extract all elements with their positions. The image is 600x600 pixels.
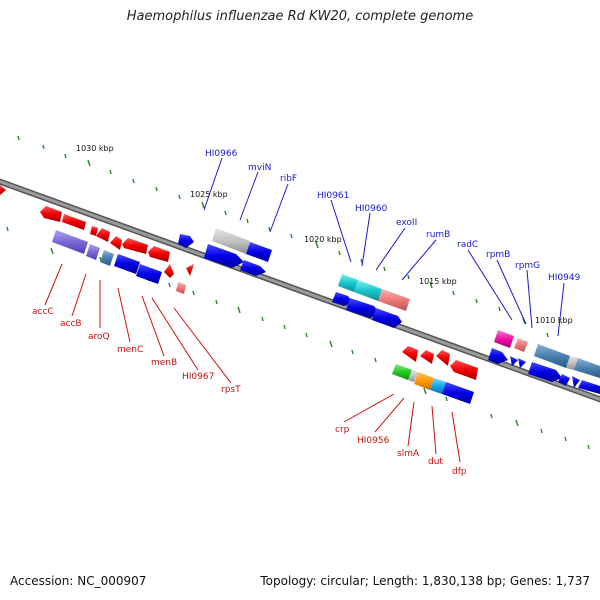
gene-arrow-blue-mid[interactable]: [240, 260, 266, 276]
forward-label-leaders: [203, 157, 565, 337]
genome-title: Haemophilus influenzae Rd KW20, complete…: [126, 9, 474, 24]
kbp-marker-1030: 1030 kbp: [76, 144, 114, 153]
gene-arrow-crp[interactable]: [402, 346, 418, 362]
gene-block-gray-r[interactable]: [566, 356, 578, 370]
gene-arrow-blue-c1[interactable]: [346, 298, 380, 318]
forward-gene-group-middle: [204, 228, 272, 276]
label-rpmB: rpmB: [486, 250, 510, 260]
label-ribF: ribF: [280, 174, 297, 184]
gene-block-exoII[interactable]: [378, 289, 410, 311]
gene-arrow-menB[interactable]: [122, 238, 148, 254]
gene-arrow-blue-r2[interactable]: [510, 356, 518, 366]
gene-arrow-menC[interactable]: [110, 236, 122, 250]
label-rumB: rumB: [426, 230, 450, 240]
gene-block-pink[interactable]: [176, 282, 186, 294]
gene-arrow-rpsT[interactable]: [186, 264, 194, 276]
label-accC: accC: [32, 307, 54, 317]
forward-gene-labels: HI0966 mviN ribF HI0961 HI0960 exoII rum…: [205, 149, 581, 283]
label-rpmG: rpmG: [515, 261, 540, 271]
gene-block-radC[interactable]: [494, 330, 514, 348]
gene-arrow-accB[interactable]: [62, 214, 86, 230]
gene-block-green[interactable]: [392, 364, 412, 380]
gene-block-dfp[interactable]: [442, 382, 474, 404]
gene-arrow-HI0956[interactable]: [420, 350, 434, 364]
gene-arrow-dut[interactable]: [450, 360, 478, 380]
gene-arrow-accC[interactable]: [40, 206, 62, 222]
genome-backbone: [0, 178, 600, 403]
gene-block-blue-b[interactable]: [136, 264, 162, 284]
reverse-gene-group-left: [0, 185, 194, 294]
gene-block-HI0966[interactable]: [212, 228, 250, 254]
gene-arrow-blue-r6[interactable]: [572, 376, 580, 388]
gene-arrow-blue-c2[interactable]: [372, 308, 402, 328]
gene-arrow-blue-small[interactable]: [178, 234, 194, 248]
gene-arrow-blue-r5[interactable]: [558, 374, 570, 386]
gene-block-gray-sm[interactable]: [408, 370, 418, 382]
gene-block-HI0949[interactable]: [574, 358, 600, 378]
forward-gene-group-left-inner: [52, 230, 194, 284]
forward-gene-group-center: [332, 274, 410, 328]
gene-arrow-blue-r3[interactable]: [518, 358, 526, 368]
label-dfp: dfp: [452, 467, 467, 477]
topology-text: Topology: circular; Length: 1,830,138 bp…: [260, 574, 590, 588]
label-exoII: exoII: [396, 218, 417, 228]
label-HI0956: HI0956: [357, 436, 390, 446]
gene-arrow-edge[interactable]: [0, 185, 6, 195]
gene-arrow-blue-r4[interactable]: [528, 362, 562, 382]
gene-arrow-red-inner[interactable]: [164, 264, 174, 278]
label-aroQ: aroQ: [88, 332, 110, 342]
label-HI0966: HI0966: [205, 149, 238, 159]
gene-block-mviN[interactable]: [246, 242, 272, 262]
kbp-marker-1020: 1020 kbp: [304, 235, 342, 244]
gene-arrow-blue-r1[interactable]: [488, 348, 508, 364]
label-menC: menC: [117, 345, 143, 355]
reverse-gene-group-center: [392, 346, 478, 404]
gene-arrow-ribF[interactable]: [204, 244, 244, 268]
kbp-marker-1010: 1010 kbp: [535, 316, 573, 325]
label-HI0961: HI0961: [317, 191, 349, 201]
accession-text: Accession: NC_000907: [10, 574, 147, 588]
gene-arrow-menC-a[interactable]: [96, 228, 110, 242]
label-HI0967: HI0967: [182, 372, 214, 382]
label-rpsT: rpsT: [221, 385, 241, 395]
gene-block-rpmG[interactable]: [534, 344, 570, 368]
reverse-gene-labels: accC accB aroQ menC menB HI0967 rpsT crp…: [32, 307, 467, 477]
gene-block-steel[interactable]: [100, 250, 114, 266]
gene-block-violet-small[interactable]: [86, 244, 100, 260]
gene-block-HI0960[interactable]: [354, 280, 382, 301]
gene-arrow-HI0967[interactable]: [148, 246, 170, 262]
label-menB: menB: [151, 358, 177, 368]
label-slmA: slmA: [397, 449, 420, 459]
gene-arrow-slmA[interactable]: [436, 350, 450, 366]
kbp-marker-1015: 1015 kbp: [419, 277, 457, 286]
label-HI0960: HI0960: [355, 204, 388, 214]
gene-block-violet[interactable]: [52, 230, 88, 254]
label-HI0949: HI0949: [548, 273, 581, 283]
label-accB: accB: [60, 319, 82, 329]
gene-block-blue-a[interactable]: [114, 254, 140, 274]
gene-arrow-blue-r7[interactable]: [578, 380, 600, 394]
reverse-label-leaders: [44, 263, 461, 463]
gene-block-rpmB[interactable]: [514, 338, 528, 352]
label-dut: dut: [428, 457, 443, 467]
tick-marks-outer: [17, 135, 549, 338]
gene-block-sky[interactable]: [430, 378, 446, 394]
gene-block-orange[interactable]: [414, 372, 434, 390]
label-mviN: mviN: [248, 163, 271, 173]
label-crp: crp: [335, 425, 350, 435]
gene-block-HI0961[interactable]: [338, 274, 358, 292]
label-radC: radC: [457, 240, 478, 250]
gene-arrow-rumB[interactable]: [332, 292, 352, 306]
forward-gene-group-right: [488, 330, 600, 394]
gene-arrow-aroQ[interactable]: [90, 226, 98, 236]
